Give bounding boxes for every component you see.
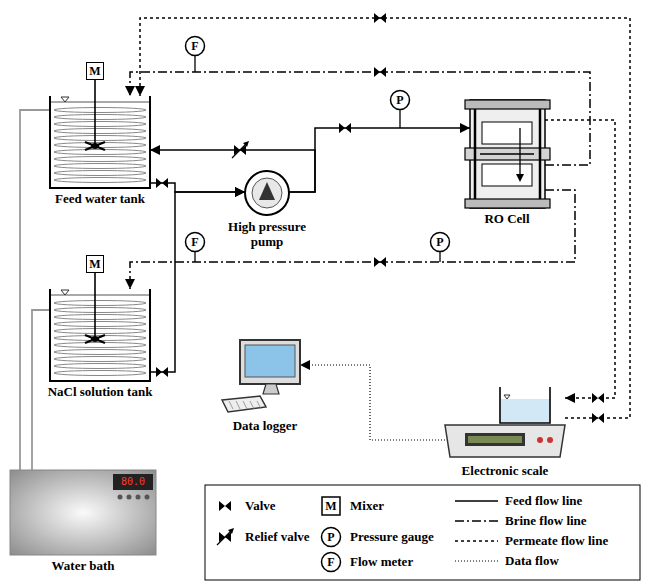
legend-symbol: M bbox=[322, 497, 340, 515]
flow-line bbox=[140, 18, 630, 418]
node-label: Data logger bbox=[220, 418, 310, 433]
high-pressure-pump: High pressure pump bbox=[217, 170, 317, 249]
legend-text: Mixer bbox=[350, 498, 384, 513]
node-label: Water bath bbox=[8, 558, 158, 573]
legend-box bbox=[205, 485, 640, 580]
legend-text: Feed flow line bbox=[505, 493, 582, 508]
legend-text: Brine flow line bbox=[505, 513, 587, 528]
ro-cell-drawing bbox=[462, 100, 552, 208]
flow-line bbox=[130, 190, 575, 289]
nacl-solution-tank-drawing bbox=[45, 285, 155, 381]
flow-line bbox=[289, 128, 470, 192]
data-logger-drawing bbox=[220, 340, 310, 415]
legend-text: Permeate flow line bbox=[505, 533, 608, 548]
flow-line bbox=[150, 150, 315, 192]
mixer-box: M bbox=[86, 255, 104, 273]
data-logger: Data logger bbox=[220, 340, 310, 433]
ro-cell: RO Cell bbox=[462, 100, 552, 226]
feed-water-tank-drawing bbox=[45, 92, 155, 188]
symbol-letter: F bbox=[191, 236, 198, 248]
display-reading: 80.0 bbox=[113, 474, 153, 490]
symbol-letter: F bbox=[191, 40, 198, 52]
feed-water-tank: Feed water tank bbox=[45, 92, 155, 206]
flow-meter: F bbox=[185, 232, 205, 252]
legend-text: Relief valve bbox=[245, 529, 310, 544]
mixer-box: M bbox=[86, 62, 104, 80]
electronic-scale: Electronic scale bbox=[440, 385, 570, 478]
gauge-stems bbox=[195, 56, 440, 262]
symbol-letter: M bbox=[89, 258, 100, 270]
flow-line bbox=[545, 120, 615, 398]
electronic-scale-drawing bbox=[440, 385, 570, 460]
pressure-gauge: P bbox=[390, 90, 410, 110]
symbol-letter: P bbox=[436, 236, 443, 248]
flow-line bbox=[32, 310, 50, 470]
high-pressure-pump-drawing bbox=[217, 170, 317, 216]
symbol-letter: M bbox=[89, 65, 100, 77]
symbol-letter: P bbox=[396, 94, 403, 106]
legend-symbol: F bbox=[321, 553, 341, 571]
legend-text: Pressure gauge bbox=[350, 529, 434, 544]
node-label: High pressure pump bbox=[217, 219, 317, 249]
legend-text: Data flow bbox=[505, 553, 559, 568]
node-label: NaCl solution tank bbox=[45, 384, 155, 399]
nacl-solution-tank: NaCl solution tank bbox=[45, 285, 155, 399]
flow-line bbox=[300, 365, 445, 440]
legend-text: Valve bbox=[245, 498, 276, 513]
pressure-gauge: P bbox=[430, 232, 450, 252]
flow-meter: F bbox=[185, 36, 205, 56]
node-label: Electronic scale bbox=[440, 463, 570, 478]
node-label: Feed water tank bbox=[45, 191, 155, 206]
flow-line bbox=[150, 183, 245, 192]
node-label: RO Cell bbox=[462, 211, 552, 226]
legend-symbol: P bbox=[321, 528, 341, 546]
legend-text: Flow meter bbox=[350, 554, 413, 569]
flow-line bbox=[20, 110, 50, 470]
valve-symbols bbox=[156, 13, 604, 423]
